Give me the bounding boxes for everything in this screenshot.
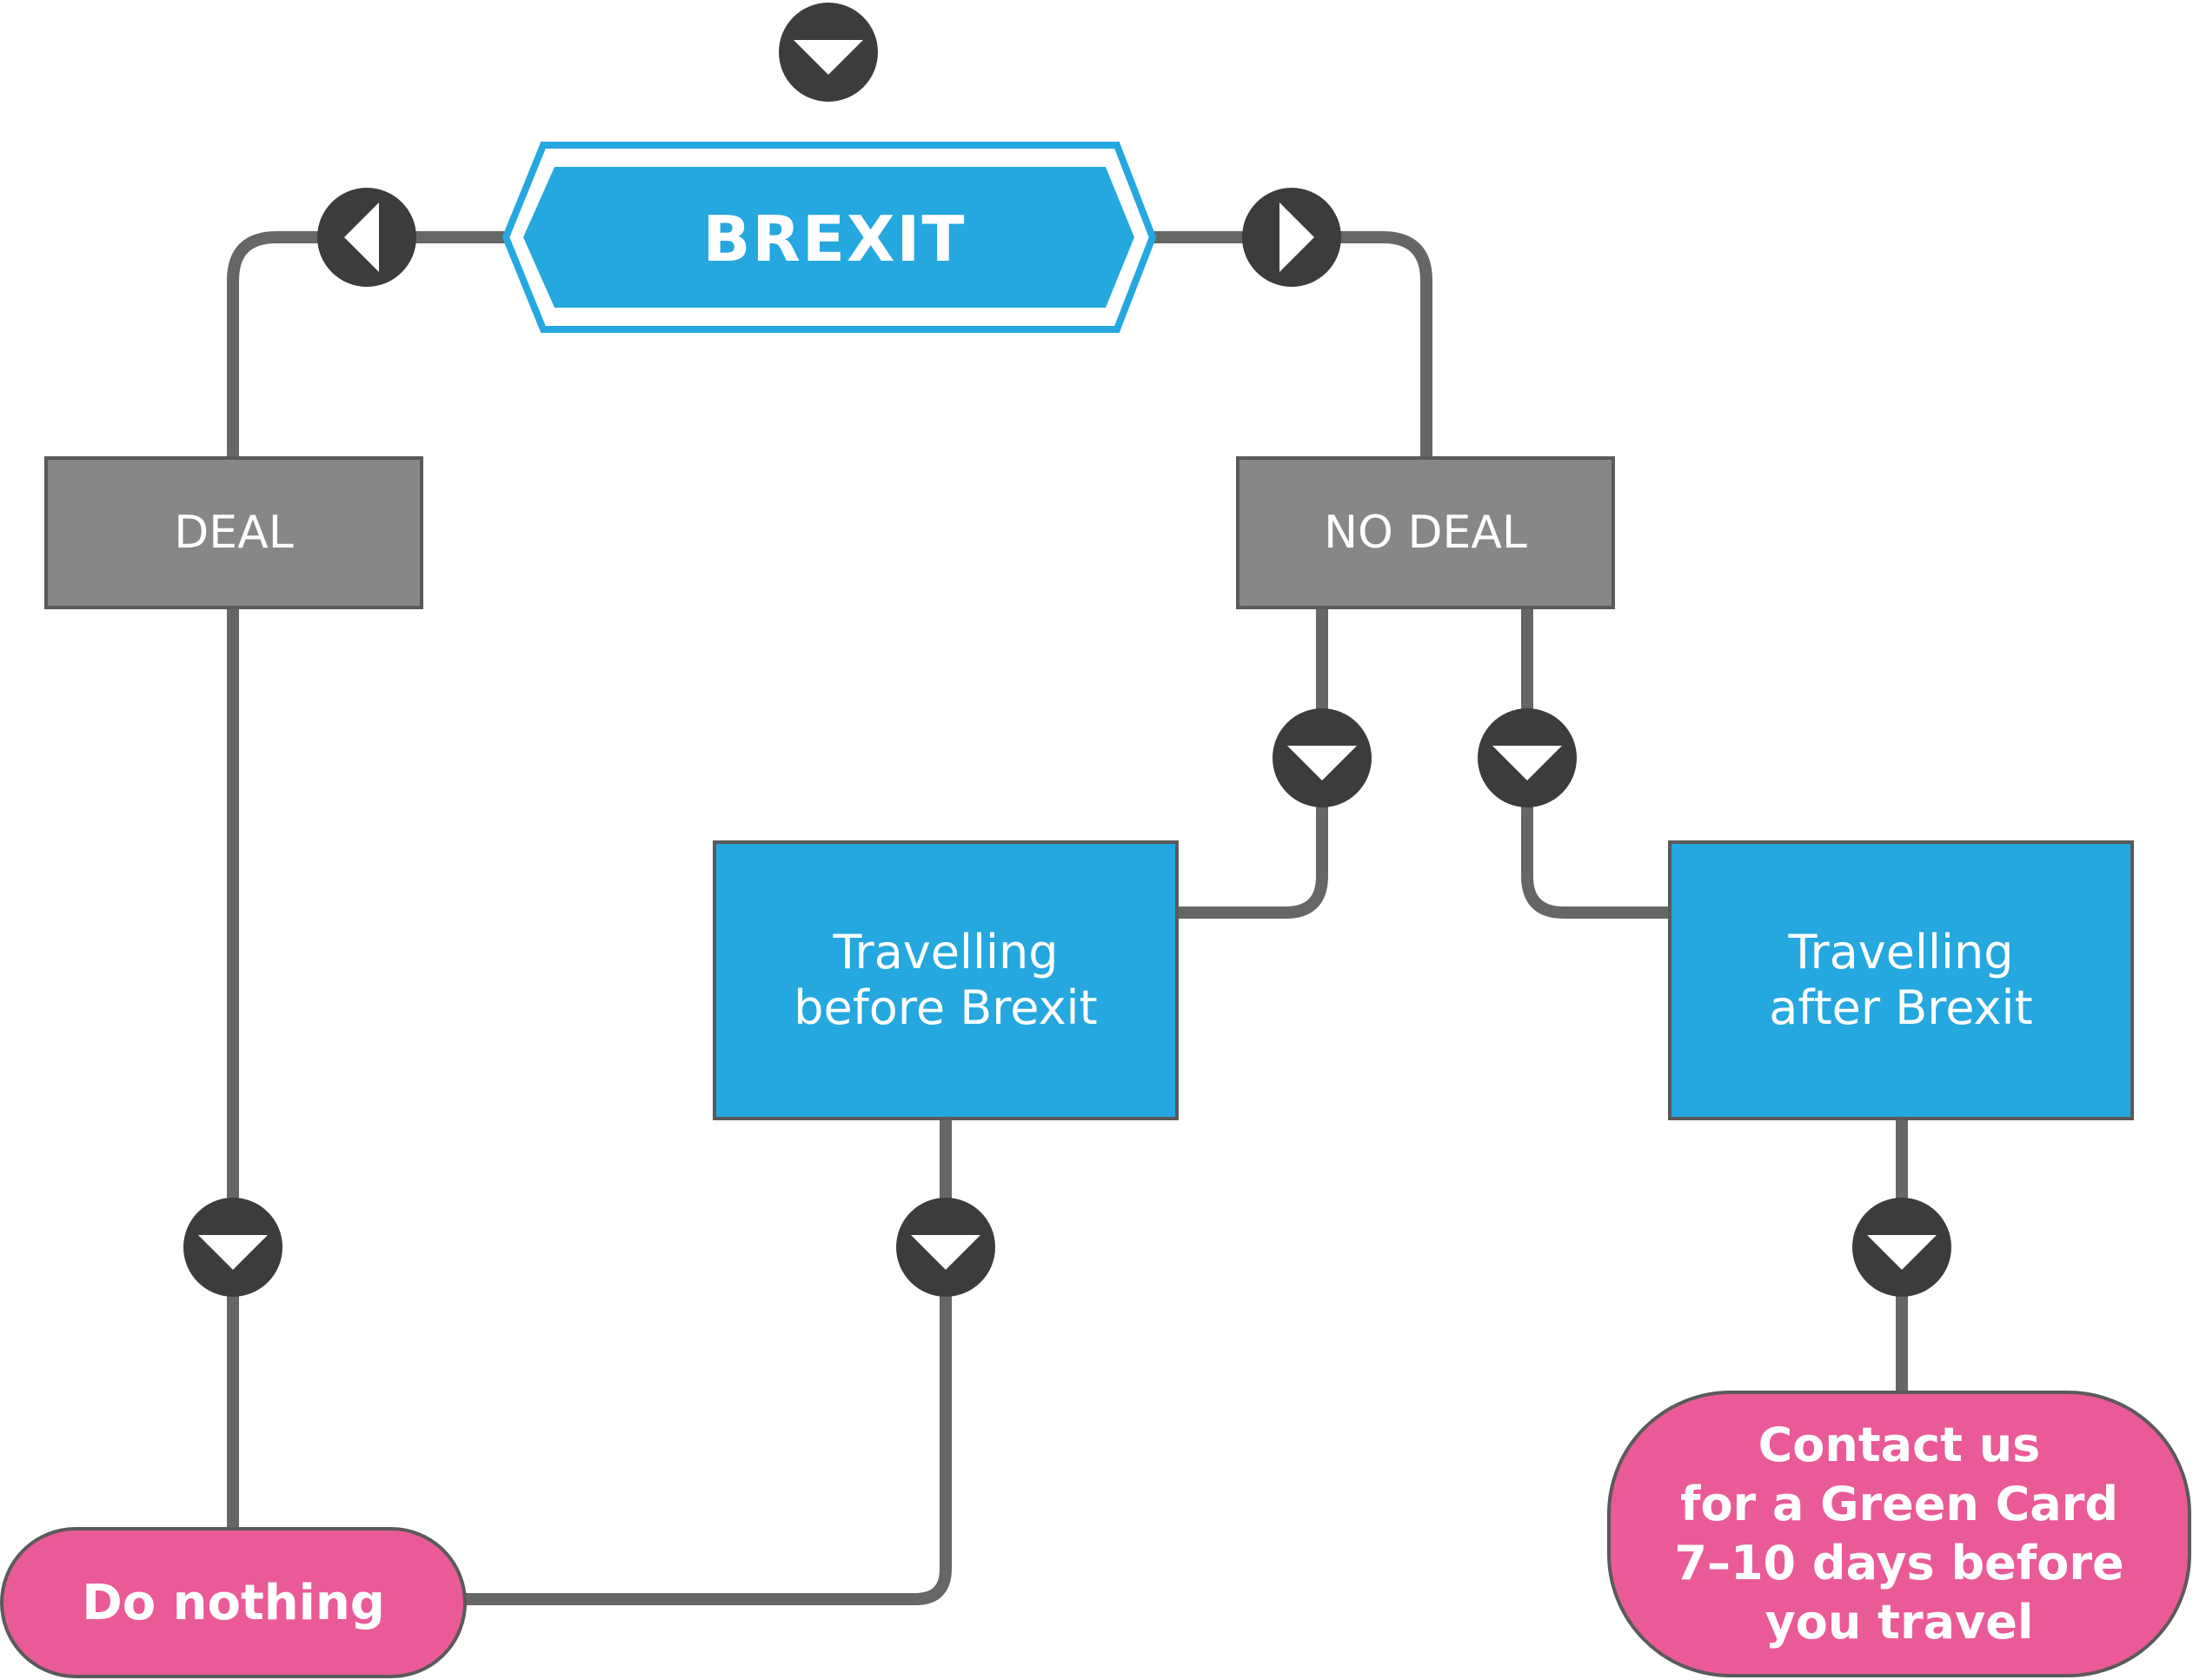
deal-node xyxy=(44,456,423,609)
travelling-after-brexit-node xyxy=(1668,840,2134,1120)
connector-no-deal-to-after xyxy=(1521,608,1670,919)
travelling-before-brexit-label: Travelling before Brexit xyxy=(794,925,1098,1035)
contact-us-node xyxy=(1607,1391,2191,1677)
do-nothing-node xyxy=(0,1527,467,1678)
travelling-after-brexit-label: Travelling after Brexit xyxy=(1769,925,2033,1035)
travelling-before-brexit-node xyxy=(713,840,1179,1120)
deal-label: DEAL xyxy=(174,507,294,559)
arrow-down-deal-icon xyxy=(183,1198,282,1297)
arrow-start-icon xyxy=(779,3,878,102)
arrow-down-no-deal-before-icon xyxy=(1273,708,1372,807)
connector-brexit-to-no-deal xyxy=(1149,231,1432,458)
no-deal-label: NO DEAL xyxy=(1324,507,1527,559)
arrow-down-before-icon xyxy=(896,1198,995,1297)
no-deal-node xyxy=(1236,456,1615,609)
arrow-left-icon xyxy=(317,188,416,287)
arrow-down-no-deal-after-icon xyxy=(1478,708,1577,807)
connector-no-deal-to-before xyxy=(1177,608,1328,919)
connector-brexit-to-deal xyxy=(227,231,506,458)
do-nothing-label: Do nothing xyxy=(82,1574,385,1631)
contact-us-label: Contact us for a Green Card 7–10 days be… xyxy=(1674,1418,2124,1650)
brexit-start-node xyxy=(502,142,1157,333)
brexit-label: BREXIT xyxy=(702,203,967,276)
connectors xyxy=(227,231,1908,1605)
arrow-right-icon xyxy=(1242,188,1341,287)
connector-before-to-do-nothing xyxy=(465,1119,952,1605)
arrow-down-after-icon xyxy=(1852,1198,1951,1297)
